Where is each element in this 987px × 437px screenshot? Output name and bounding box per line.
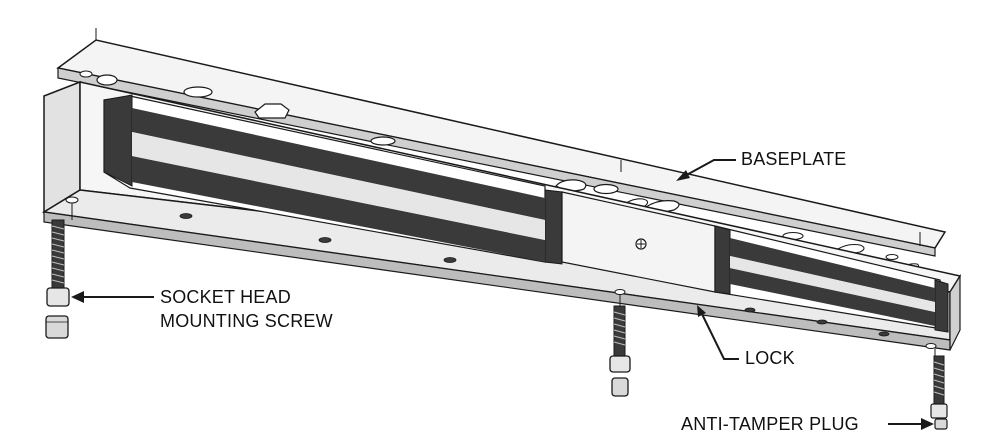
baseplate-hole [885, 254, 899, 260]
lock-hole [744, 307, 756, 313]
baseplate-label: BASEPLATE [741, 149, 847, 169]
lock-hole [318, 237, 332, 243]
socket-head [46, 287, 70, 307]
lock-hole [443, 257, 457, 263]
lock-hole [925, 343, 937, 349]
baseplate-leader [680, 159, 736, 179]
lock-leader [700, 311, 739, 360]
baseplate-hole [370, 136, 396, 146]
socket-head-label-line2: MOUNTING SCREW [160, 311, 333, 331]
left-screw-assembly [45, 203, 73, 339]
leader-lines [71, 159, 934, 430]
socket-head-plug [45, 315, 69, 339]
anti-tamper-arrowhead [921, 418, 934, 430]
center-screw-assembly [609, 295, 631, 397]
socket-head-label-line1: SOCKET HEAD [160, 287, 291, 307]
left-magnet [103, 94, 563, 265]
anti-tamper-plug [934, 418, 948, 430]
lock-hole [816, 319, 828, 325]
lock-arrowhead [697, 305, 706, 317]
socket-head [609, 355, 631, 373]
baseplate-slot [254, 103, 290, 119]
lock-hole [179, 213, 193, 219]
baseplate-hole [79, 70, 93, 78]
socket-head-arrowhead [71, 291, 84, 303]
baseplate-arrowhead [676, 170, 690, 181]
lock-hole [65, 196, 79, 204]
lock-body [41, 80, 962, 351]
right-magnet [714, 225, 949, 333]
baseplate-hole [593, 183, 619, 195]
lock-hole [614, 289, 626, 295]
baseplate-hole [96, 74, 118, 86]
right-screw-assembly [930, 349, 948, 430]
socket-head [930, 403, 948, 419]
anti-tamper-label: ANTI-TAMPER PLUG [681, 414, 859, 434]
socket-head-plug [611, 377, 629, 397]
baseplate-hole [183, 86, 213, 98]
baseplate [56, 28, 947, 271]
screw-thread [51, 219, 65, 289]
lock-hole [878, 331, 890, 337]
lock-label: LOCK [745, 348, 795, 368]
